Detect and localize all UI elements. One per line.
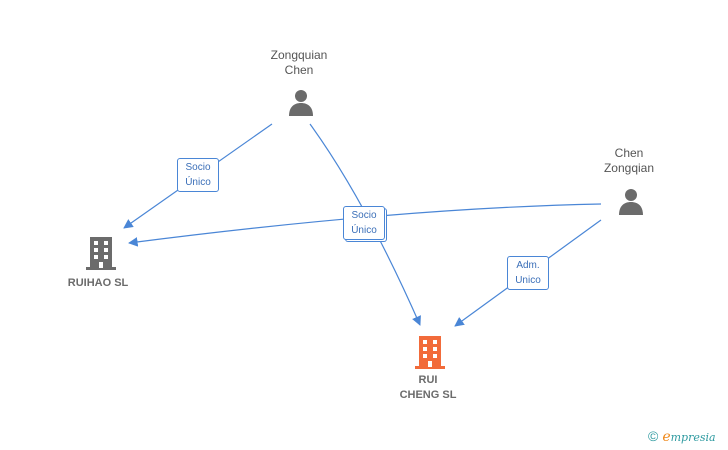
building-icon-highlighted — [415, 336, 445, 369]
building-icon — [86, 237, 116, 270]
copyright-symbol: © — [648, 428, 659, 444]
company-label-rui-cheng[interactable]: RUI CHENG SL — [399, 374, 457, 401]
person-label-chen-zongqian[interactable]: Chen Zongqian — [603, 146, 655, 175]
person-label-zongquian-chen[interactable]: Zongquian Chen — [270, 48, 328, 77]
brand-initial: e — [662, 429, 671, 445]
person-icon — [289, 90, 313, 116]
edge-label-adm-unico: Adm. Unico — [507, 256, 549, 290]
brand-name: mpresia — [670, 431, 716, 444]
edge-label-socio-unico: Socio Único — [343, 206, 385, 240]
edge-label-socio-unico: Socio Único — [177, 158, 219, 192]
company-label-ruihao[interactable]: RUIHAO SL — [67, 277, 129, 289]
brand-logo: ©empresia — [648, 428, 716, 445]
person-icon — [619, 189, 643, 215]
